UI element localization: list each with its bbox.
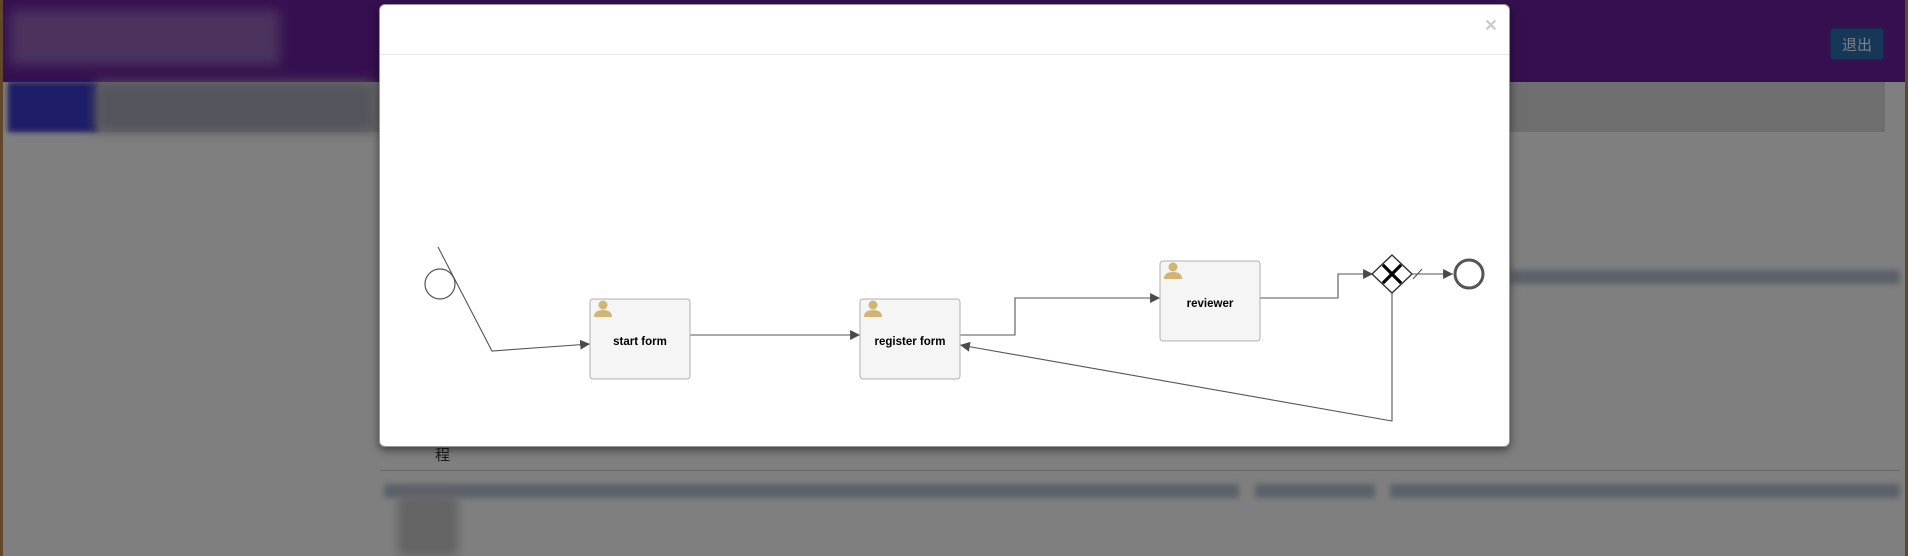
task-label: reviewer (1187, 298, 1234, 310)
flow-reviewer-to-gateway (1260, 269, 1373, 299)
task-label: start form (613, 336, 667, 348)
flow-start-to-startform (437, 246, 591, 352)
user-icon (594, 300, 612, 317)
user-icon (864, 300, 882, 317)
close-button[interactable]: × (1484, 14, 1497, 37)
default-flow-marker (1412, 268, 1423, 280)
task-register-form[interactable]: register form (859, 298, 961, 380)
end-event[interactable] (1453, 258, 1485, 290)
task-reviewer[interactable]: reviewer (1159, 260, 1261, 342)
task-label: register form (875, 336, 946, 348)
user-icon (1164, 262, 1182, 279)
flow-gateway-to-registerform (959, 293, 1393, 422)
task-start-form[interactable]: start form (589, 298, 691, 380)
start-event[interactable] (424, 268, 456, 300)
modal-header: × (380, 5, 1509, 55)
exclusive-gateway[interactable] (1370, 254, 1414, 294)
process-diagram-modal: × start form (379, 4, 1510, 447)
flow-registerform-to-reviewer (960, 293, 1160, 336)
process-diagram: start form register form reviewer (424, 246, 1485, 422)
